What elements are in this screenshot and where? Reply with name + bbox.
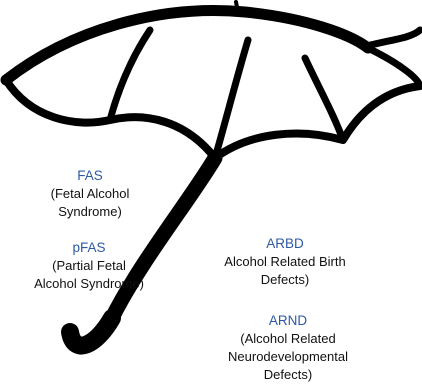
label-pfas: pFAS (Partial Fetal Alcohol Syndrome) [14, 238, 164, 293]
canopy-right-tip [366, 30, 420, 46]
label-arbd-full: Alcohol Related Birth Defects) [200, 253, 370, 289]
umbrella-handle [70, 318, 112, 346]
label-arnd: ARND (Alcohol Related Neurodevelopmental… [208, 311, 368, 384]
label-pfas-abbr: pFAS [14, 238, 164, 257]
canopy-tip [236, 2, 238, 12]
canopy-rib-right [305, 58, 343, 140]
label-arnd-full: (Alcohol Related Neurodevelopmental Defe… [208, 330, 368, 384]
label-fas-full: (Fetal Alcohol Syndrome) [30, 185, 150, 221]
canopy-scallop-edge [6, 80, 420, 158]
label-pfas-full: (Partial Fetal Alcohol Syndrome) [14, 257, 164, 293]
canopy-right-edge [368, 48, 420, 86]
label-fas: FAS (Fetal Alcohol Syndrome) [30, 166, 150, 221]
label-arnd-abbr: ARND [208, 311, 368, 330]
label-arbd: ARBD Alcohol Related Birth Defects) [200, 234, 370, 289]
canopy-rib-left [110, 30, 150, 120]
label-fas-abbr: FAS [30, 166, 150, 185]
label-arbd-abbr: ARBD [200, 234, 370, 253]
